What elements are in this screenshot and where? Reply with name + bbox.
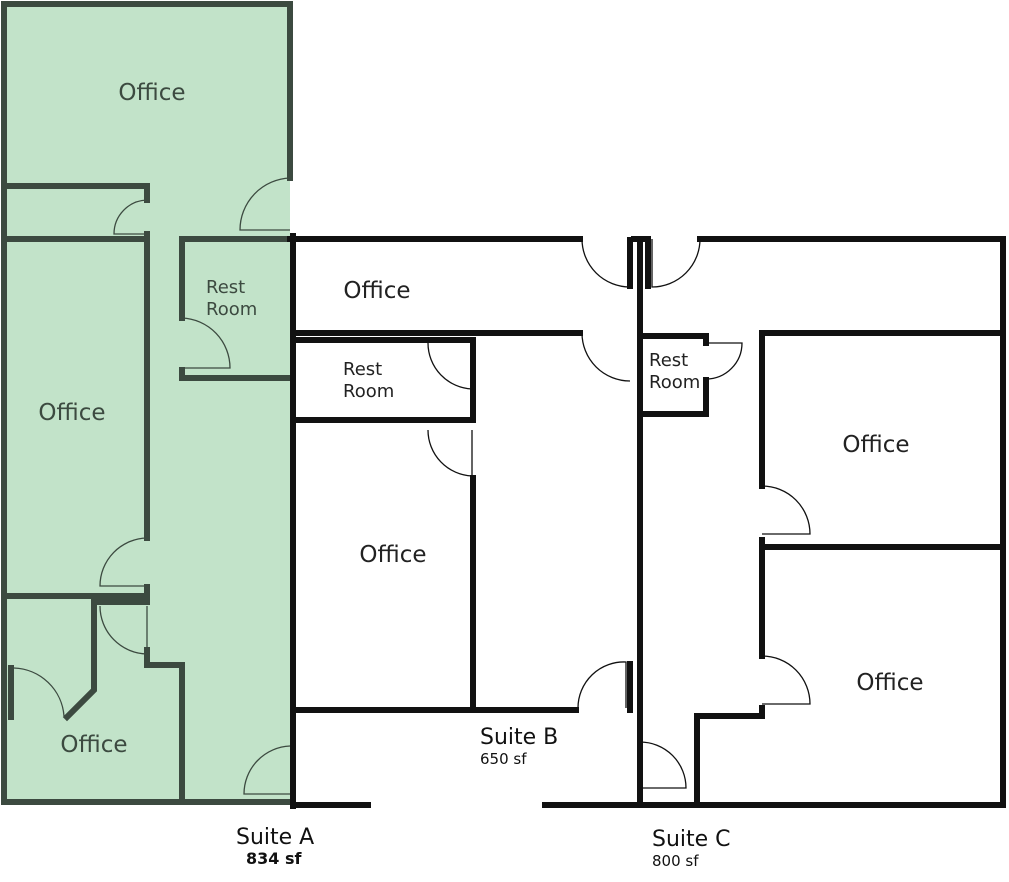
suite-c-lower-wall <box>694 705 765 805</box>
suite-a-office-bottom-label: Office <box>60 732 127 758</box>
suite-a-area-label: 834 sf <box>246 849 302 868</box>
suite-b-restroom-door[interactable] <box>427 342 473 390</box>
suite-a-entry-door[interactable] <box>239 177 291 231</box>
suite-a-restroom-label-2: Room <box>206 299 257 320</box>
suite-a-restroom-wall <box>179 236 293 321</box>
suite-a-bottom-office-wall <box>62 599 97 722</box>
suite-c-restroom-wall <box>637 333 709 346</box>
suite-c-restroom-door[interactable] <box>705 342 743 380</box>
suite-b-area[interactable]: Office Rest Room Office Suite B 650 sf <box>287 233 633 809</box>
suite-a-office-top-label: Office <box>118 80 185 106</box>
suite-c-restroom-bottom <box>637 377 709 417</box>
suite-b-area-label: 650 sf <box>480 750 527 768</box>
suite-c-restroom-label-2: Room <box>649 372 700 393</box>
suite-c-office-lower-label: Office <box>856 670 923 696</box>
suite-c-area[interactable]: Rest Room Office Office Suite C 800 sf <box>542 236 1006 870</box>
suite-b-restroom-label-1: Rest <box>343 359 382 380</box>
suite-b-name: Suite B <box>480 725 558 750</box>
suite-c-office-upper-label: Office <box>842 432 909 458</box>
suite-a-bottom-office-door[interactable] <box>13 667 65 717</box>
suite-a-corridor-lower-wall <box>144 647 185 805</box>
suite-a-office-bottom-wall <box>1 584 150 599</box>
suite-a-restroom-bottom-wall <box>179 367 293 381</box>
suite-a-office-middle-label: Office <box>38 400 105 426</box>
suite-b-office-door[interactable] <box>427 429 473 477</box>
suite-a-closet-door[interactable] <box>113 199 148 235</box>
suite-c-exit-door[interactable] <box>639 741 687 789</box>
suite-a-exit-door[interactable] <box>243 745 291 795</box>
suite-c-entry-door[interactable] <box>651 238 701 288</box>
suite-a-area[interactable]: Office Rest Room Office Office <box>1 1 293 805</box>
suite-a-office-middle-door[interactable] <box>99 537 148 587</box>
suite-a-restroom-door[interactable] <box>181 317 231 369</box>
suite-a-outer-wall <box>1 1 293 805</box>
suite-c-office-lower-door[interactable] <box>761 655 811 705</box>
suite-b-restroom-label-2: Room <box>343 381 394 402</box>
suite-a-closet-wall <box>1 183 150 203</box>
suite-b-corridor-door[interactable] <box>581 238 631 288</box>
suite-b-office-main-label: Office <box>359 542 426 568</box>
suite-a-restroom-label-1: Rest <box>206 277 245 298</box>
suite-a-office-bottom-door[interactable] <box>99 605 148 655</box>
suite-b-office-top-label: Office <box>343 278 410 304</box>
suite-a-name: Suite A <box>236 825 314 850</box>
suite-c-name: Suite C <box>652 827 731 852</box>
suite-c-restroom-label-1: Rest <box>649 350 688 371</box>
suite-c-area-label: 800 sf <box>652 852 699 870</box>
suite-b-exit-door[interactable] <box>577 661 627 709</box>
suite-c-office-upper-door[interactable] <box>761 485 811 535</box>
suite-b-corridor-door-2[interactable] <box>581 332 631 382</box>
